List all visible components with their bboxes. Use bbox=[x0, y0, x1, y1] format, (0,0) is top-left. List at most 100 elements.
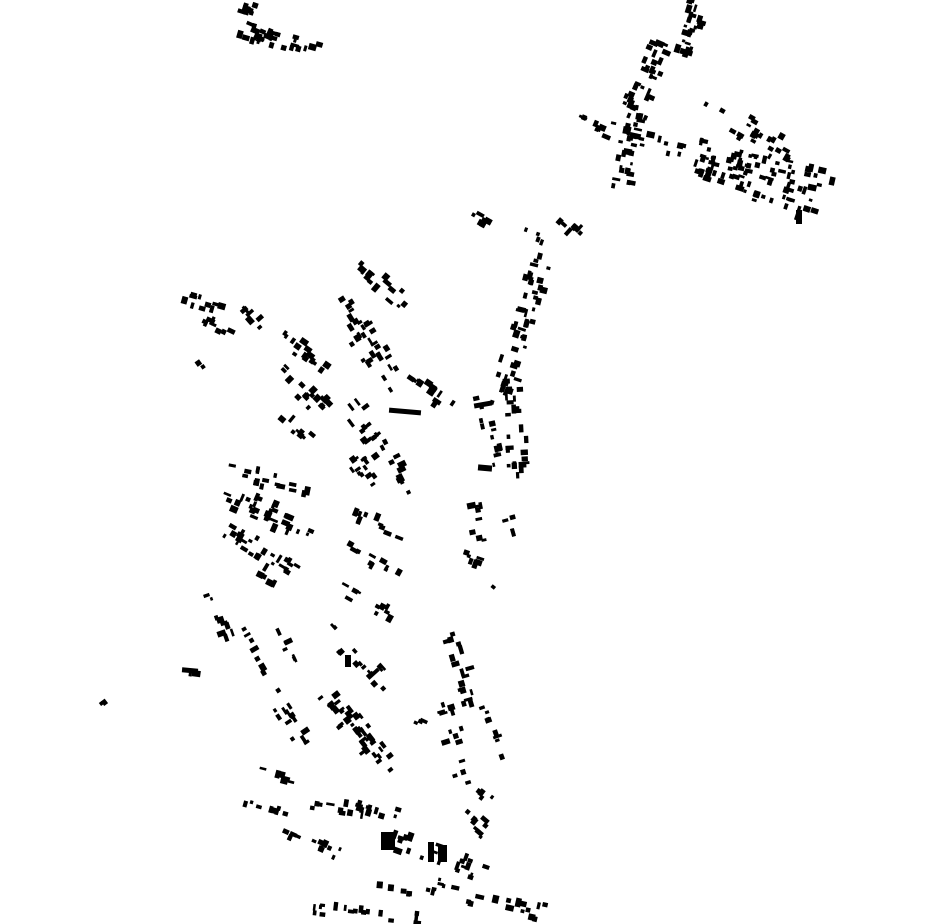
building bbox=[484, 710, 490, 715]
building bbox=[361, 729, 368, 737]
building bbox=[345, 704, 354, 714]
building bbox=[498, 353, 505, 363]
building bbox=[282, 810, 289, 817]
building bbox=[385, 751, 394, 760]
building bbox=[305, 532, 310, 537]
building bbox=[356, 319, 363, 326]
building bbox=[300, 351, 309, 360]
building bbox=[323, 397, 334, 408]
building bbox=[270, 579, 278, 588]
building bbox=[507, 386, 512, 391]
building bbox=[259, 483, 265, 490]
building bbox=[203, 592, 211, 599]
building bbox=[383, 567, 389, 572]
building bbox=[333, 698, 342, 706]
building bbox=[229, 628, 235, 637]
building bbox=[786, 159, 794, 164]
building bbox=[450, 884, 460, 891]
building bbox=[298, 381, 306, 389]
building bbox=[746, 180, 752, 188]
building bbox=[373, 610, 379, 617]
building bbox=[769, 167, 776, 174]
building bbox=[475, 210, 485, 219]
building bbox=[344, 710, 354, 720]
building bbox=[283, 556, 290, 563]
building bbox=[769, 136, 777, 144]
building bbox=[335, 723, 344, 731]
building bbox=[409, 376, 418, 384]
building bbox=[283, 637, 294, 646]
building bbox=[331, 854, 336, 861]
building bbox=[665, 150, 671, 157]
building bbox=[275, 31, 281, 38]
building bbox=[457, 644, 465, 655]
building bbox=[357, 264, 368, 275]
building bbox=[253, 492, 261, 502]
building bbox=[337, 846, 342, 852]
building bbox=[526, 270, 532, 278]
building bbox=[244, 315, 255, 326]
building bbox=[777, 168, 787, 174]
building bbox=[466, 666, 473, 671]
building bbox=[463, 696, 473, 703]
building bbox=[380, 685, 387, 692]
building bbox=[315, 41, 324, 48]
building bbox=[787, 164, 792, 170]
building bbox=[270, 807, 277, 814]
building bbox=[640, 85, 645, 90]
building bbox=[284, 529, 290, 536]
building bbox=[676, 142, 684, 150]
building bbox=[563, 226, 573, 237]
building bbox=[688, 12, 697, 19]
building bbox=[513, 376, 523, 383]
building bbox=[331, 690, 341, 700]
building bbox=[283, 566, 290, 573]
building bbox=[251, 646, 259, 653]
building bbox=[239, 545, 249, 553]
building bbox=[546, 266, 551, 271]
building bbox=[405, 831, 415, 842]
building bbox=[379, 740, 387, 749]
building bbox=[315, 801, 323, 807]
building bbox=[521, 456, 528, 462]
building bbox=[774, 160, 780, 166]
building bbox=[363, 270, 374, 282]
building bbox=[242, 800, 249, 808]
building bbox=[305, 404, 312, 411]
building bbox=[533, 258, 539, 264]
building bbox=[615, 154, 622, 162]
building bbox=[716, 177, 726, 186]
building bbox=[634, 81, 642, 87]
building bbox=[766, 153, 773, 160]
building bbox=[281, 706, 289, 716]
building bbox=[436, 390, 443, 398]
building bbox=[468, 529, 476, 536]
building bbox=[259, 766, 267, 771]
building bbox=[247, 538, 253, 544]
building bbox=[370, 472, 378, 480]
building bbox=[748, 153, 753, 159]
building bbox=[449, 631, 456, 637]
building bbox=[495, 371, 502, 378]
building bbox=[346, 418, 355, 428]
building bbox=[308, 356, 316, 365]
building bbox=[492, 729, 500, 738]
building bbox=[745, 162, 752, 169]
building bbox=[735, 163, 743, 169]
building bbox=[282, 330, 288, 337]
building bbox=[360, 909, 367, 915]
building bbox=[220, 620, 229, 627]
building bbox=[284, 718, 293, 726]
building bbox=[626, 126, 632, 136]
building bbox=[319, 911, 326, 917]
building bbox=[728, 127, 737, 135]
building bbox=[373, 343, 382, 351]
building bbox=[312, 393, 322, 404]
building bbox=[632, 122, 639, 128]
building bbox=[217, 302, 227, 311]
building bbox=[523, 227, 529, 233]
building bbox=[381, 832, 395, 850]
building bbox=[286, 556, 293, 565]
building bbox=[256, 495, 263, 502]
building bbox=[275, 627, 282, 637]
